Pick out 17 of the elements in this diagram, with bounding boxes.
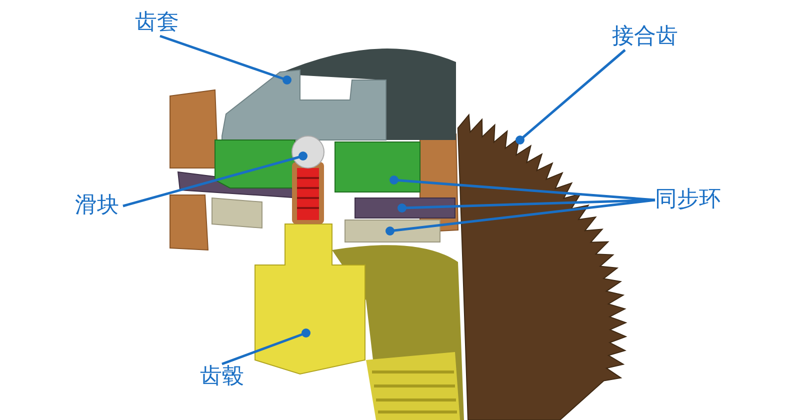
part-label: 滑块 bbox=[75, 193, 119, 219]
leader-line bbox=[516, 49, 626, 144]
leader-line bbox=[390, 176, 656, 202]
leader-line bbox=[222, 328, 310, 366]
part-label: 齿套 bbox=[135, 10, 179, 36]
leader-line bbox=[386, 198, 656, 236]
synchro-ring bbox=[212, 197, 440, 242]
part-label: 同步环 bbox=[655, 187, 721, 213]
part-label: 齿毂 bbox=[200, 364, 244, 390]
leader-line bbox=[160, 34, 292, 84]
synchro-ring bbox=[214, 140, 420, 192]
gear-wheel bbox=[457, 114, 628, 420]
hub-part bbox=[254, 224, 366, 375]
sleeve-part bbox=[222, 48, 456, 140]
part-label: 接合齿 bbox=[612, 24, 678, 50]
slider-part bbox=[292, 136, 324, 224]
leader-line bbox=[122, 152, 308, 208]
